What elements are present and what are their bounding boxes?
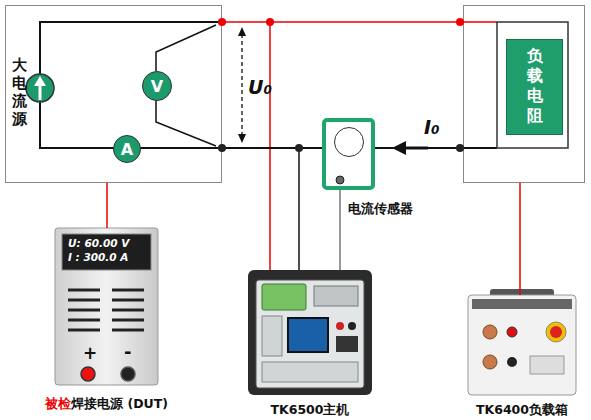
node-text: 电流传感器 (348, 200, 413, 218)
node-text: + (83, 343, 97, 363)
source-wiring (40, 22, 222, 148)
tk6500-plate (314, 286, 358, 306)
dut-screen (62, 234, 151, 270)
wire (463, 147, 497, 149)
tk6500-unit: TK6500主机 (248, 270, 372, 395)
tk6400-terminal (483, 325, 497, 339)
voltage-lead (298, 148, 300, 272)
quantity-label: U0 (248, 76, 272, 98)
tk6500-switch (336, 336, 358, 352)
tk6400-terminal (483, 355, 497, 369)
tk6500-case (248, 270, 372, 395)
node-text: U: 60.00 V (68, 237, 129, 249)
tk6500-keypad (262, 362, 358, 382)
tk6500-keys (262, 316, 282, 356)
current-source-arrowhead (34, 76, 46, 86)
tk6400-estop-ring (546, 322, 566, 342)
current-arrowhead (392, 141, 406, 155)
load-box: 负载电阻 (463, 5, 585, 183)
junction-dots (218, 18, 464, 26)
current-sensor: 电流传感器 (322, 118, 375, 190)
voltage-arrowhead (238, 134, 246, 143)
node-text: I : 300.0 A (68, 251, 128, 263)
voltmeter-lead (156, 25, 216, 71)
tk6500-screen (288, 318, 328, 352)
node-text: - (124, 341, 131, 362)
voltmeter-lead (156, 99, 216, 146)
wire (519, 183, 521, 295)
tk6500-jack (348, 322, 356, 330)
caption-text: 被检 (45, 396, 71, 411)
quantity-label: I0 (424, 116, 439, 138)
tk6400-jack (507, 327, 517, 337)
caption-text: 焊接电源 (DUT) (71, 396, 168, 411)
wire (339, 190, 341, 270)
tk6400-jack (507, 357, 517, 367)
dut-body (55, 228, 158, 385)
tk6500-panel (256, 280, 364, 388)
junction-dots (218, 144, 464, 152)
tk6400-plate (530, 356, 564, 374)
node-text: TK6500主机 (228, 402, 392, 419)
current-source-symbol (26, 74, 54, 102)
wire (222, 21, 463, 23)
tk6500-cover (262, 284, 306, 310)
node-text: V (143, 72, 171, 100)
dut-terminal (81, 367, 95, 381)
sensor-window (334, 127, 364, 157)
voltmeter-circle: V (142, 71, 172, 101)
tk6400-top (472, 299, 572, 309)
tk6400-body (468, 295, 576, 395)
source-box: 大电流源 V A (5, 5, 222, 183)
wire (463, 21, 497, 23)
ammeter-circle: A (113, 135, 141, 163)
load-resistor: 负载电阻 (506, 39, 563, 135)
current-source-arrow (39, 84, 42, 100)
caption: 被检焊接电源 (DUT) (25, 396, 188, 413)
sensor-port (336, 176, 344, 184)
node-text: A (114, 136, 140, 162)
node-text: 大电流源 (11, 56, 27, 128)
tk6400-unit: TK6400负载箱 (468, 295, 576, 395)
tk6400-estop (550, 326, 562, 338)
tk6500-jack (336, 322, 344, 330)
node-text: TK6400负载箱 (443, 402, 591, 419)
voltage-arrowhead (238, 27, 246, 36)
load-frame (497, 22, 568, 148)
node-text: 负载电阻 (526, 46, 543, 126)
dut-terminal (121, 367, 135, 381)
wire (106, 183, 108, 228)
current-arrow (404, 147, 428, 150)
dut-vents (68, 290, 144, 330)
voltage-arrow (241, 34, 242, 136)
dut-device: 被检焊接电源 (DUT)U: 60.00 VI : 300.0 A+- (55, 228, 158, 385)
